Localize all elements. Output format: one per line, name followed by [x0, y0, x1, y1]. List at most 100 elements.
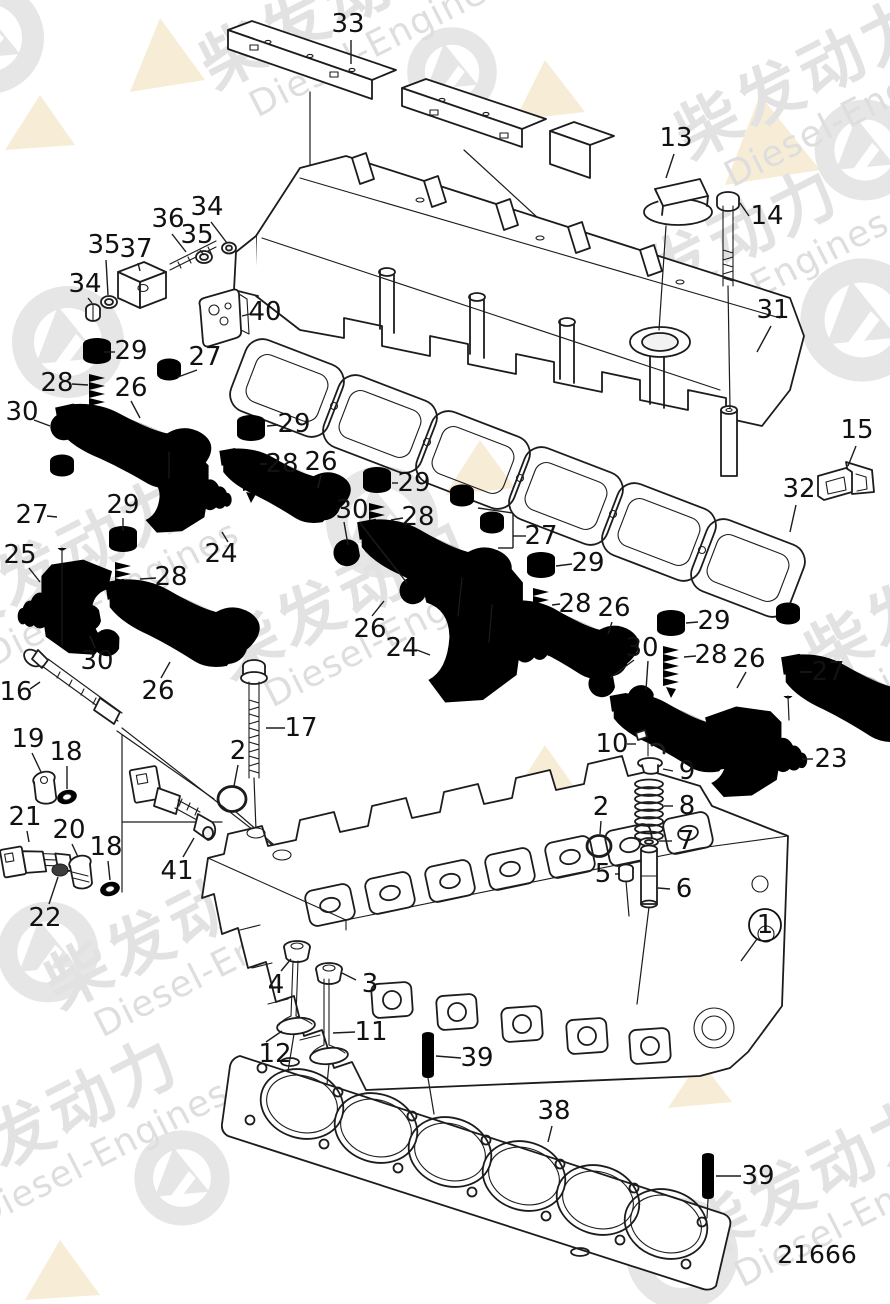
part-16-bolt [23, 648, 281, 893]
watermark-triangle [25, 1240, 100, 1300]
figure-number: 21666 [777, 1240, 857, 1269]
part-38-head-gasket [220, 1055, 732, 1291]
leader-line [551, 603, 561, 606]
part-10-valve-collets [635, 729, 666, 757]
callout-22: 22 [28, 903, 61, 933]
leader-line [89, 635, 96, 649]
part-6-tappet-sleeve [636, 844, 658, 1005]
callout-29: 29 [571, 548, 604, 578]
leader-line [657, 887, 671, 890]
leader-line [280, 958, 292, 972]
part-28-adjusting-screw [663, 636, 679, 698]
part-21-sensor [0, 845, 74, 879]
callout-26: 26 [732, 644, 765, 674]
watermark-triangle [130, 18, 205, 92]
part-18-washer [98, 879, 122, 899]
callout-40: 40 [248, 297, 281, 327]
leader-line [341, 972, 357, 981]
part-2-sealing-ring [216, 785, 248, 813]
leader-line [221, 531, 229, 543]
leader-line [139, 577, 157, 580]
leader-line [645, 660, 649, 691]
part-9-spring-retainer [637, 757, 663, 775]
part-40-plate [198, 288, 250, 348]
leader-line [177, 369, 198, 378]
callout-39: 39 [741, 1161, 774, 1191]
leader-line [266, 424, 279, 427]
callout-30: 30 [5, 397, 38, 427]
part-13-oil-cap [643, 178, 713, 331]
leader-line [29, 681, 41, 690]
callout-29: 29 [697, 606, 730, 636]
leader-line [477, 507, 514, 514]
callout-37: 37 [119, 234, 152, 264]
leader-line [107, 860, 111, 881]
leader-line [317, 474, 322, 489]
leader-line [241, 313, 251, 317]
part-17-bolt [240, 659, 268, 831]
leader-line [390, 517, 404, 521]
leader-line [685, 621, 699, 624]
leader-line [665, 153, 675, 179]
callout-15: 15 [840, 415, 873, 445]
callout-26: 26 [141, 676, 174, 706]
callout-7: 7 [678, 826, 695, 856]
callout-11: 11 [354, 1017, 387, 1047]
callout-19: 19 [11, 724, 44, 754]
part-29-cap-nut [527, 552, 555, 578]
watermark-triangle [445, 440, 515, 495]
callout-23: 23 [814, 744, 847, 774]
callout-8: 8 [679, 791, 696, 821]
callout-29: 29 [397, 468, 430, 498]
part-29-cap-nut [657, 610, 685, 636]
leader-line [48, 876, 59, 905]
callout-28: 28 [694, 640, 727, 670]
guide-line [427, 1077, 435, 1115]
callout-17: 17 [284, 713, 317, 743]
leader-line [130, 400, 141, 419]
callout-28: 28 [154, 562, 187, 592]
part-20-plug [68, 854, 93, 890]
callout-30: 30 [625, 633, 658, 663]
callout-21: 21 [8, 802, 41, 832]
leader-line [609, 659, 635, 679]
leader-line [28, 567, 41, 583]
callout-33: 33 [331, 9, 364, 39]
callout-41: 41 [160, 856, 193, 886]
part-41-sensor [128, 765, 217, 841]
callout-18: 18 [89, 832, 122, 862]
callout-2: 2 [593, 792, 610, 822]
callout-31: 31 [756, 295, 789, 325]
leader-line [683, 655, 697, 658]
leader-line [160, 661, 171, 679]
callout-27: 27 [524, 521, 557, 551]
callout-6: 6 [676, 874, 693, 904]
leader-line [31, 752, 42, 773]
part-29-cap-nut [83, 338, 111, 364]
callout-26: 26 [353, 614, 386, 644]
callout-9: 9 [679, 756, 696, 786]
callout-27: 27 [188, 342, 221, 372]
leader-line [555, 563, 573, 567]
callout-14: 14 [750, 201, 783, 231]
callout-27: 27 [15, 500, 48, 530]
callout-34: 34 [190, 192, 223, 222]
part-39-dowel-pin [702, 1153, 714, 1199]
leader-line [33, 419, 51, 427]
leader-line [547, 1125, 553, 1143]
leader-line [359, 522, 408, 584]
guide-line [706, 1198, 709, 1219]
callout-28: 28 [40, 368, 73, 398]
part-3-valve-seal [315, 962, 343, 985]
leader-line [210, 221, 228, 244]
part-31-valve-cover [233, 152, 805, 477]
callout-39: 39 [460, 1043, 493, 1073]
part-15-clamp [817, 461, 875, 501]
callout-26: 26 [114, 373, 147, 403]
callout-24: 24 [385, 633, 418, 663]
part-29-cap-nut [237, 415, 265, 441]
part-8-valve-spring [634, 778, 664, 842]
